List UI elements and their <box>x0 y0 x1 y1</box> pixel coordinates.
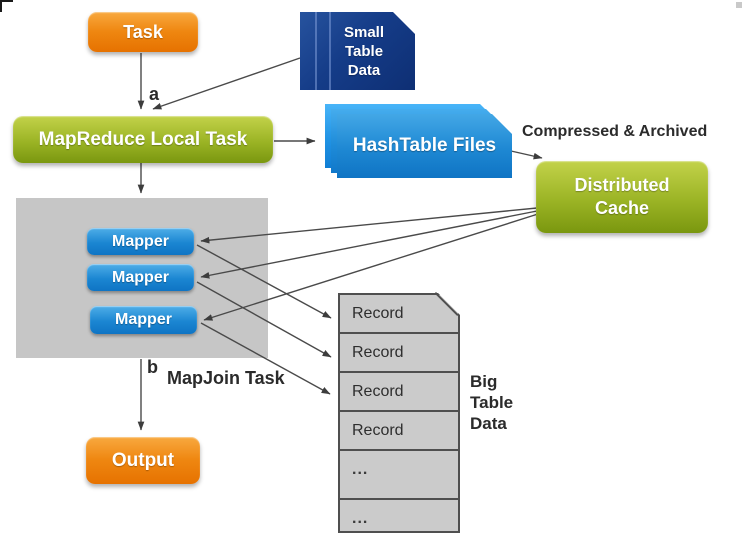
arrow-hashtable-to-cache <box>510 150 543 160</box>
task-label: Task <box>123 21 163 42</box>
mapper-node-3: Mapper <box>90 306 197 334</box>
big-table-record-list: Record Record Record Record ... ... <box>338 293 460 533</box>
mapreduce-local-task-node: MapReduce Local Task <box>13 116 273 163</box>
record-row: Record <box>340 334 458 373</box>
small-table-data-label: Small Table Data <box>344 23 385 79</box>
stacked-pages-stripe <box>315 12 317 90</box>
mapper-label: Mapper <box>115 311 172 328</box>
hashtable-sheet-front: HashTable Files <box>337 114 512 178</box>
small-table-data-node: Small Table Data <box>300 12 415 90</box>
mapper-label: Mapper <box>112 268 169 286</box>
compressed-archived-label: Compressed & Archived <box>522 123 708 140</box>
output-label: Output <box>111 449 175 471</box>
distributed-cache-node: Distributed Cache <box>536 161 708 233</box>
mapjoin-task-label: MapJoin Task <box>167 368 285 388</box>
big-table-data-label: Big Table Data <box>470 372 514 433</box>
arrow-smalltable-to-local-task <box>152 57 301 110</box>
hashtable-files-node: HashTable Files <box>325 104 515 182</box>
record-row: Record <box>340 412 458 451</box>
record-row: Record <box>340 373 458 412</box>
edge-a-label: a <box>149 84 160 104</box>
record-row-ellipsis: ... <box>352 510 369 527</box>
hashtable-files-label: HashTable Files <box>352 135 497 156</box>
mapper-label: Mapper <box>112 232 169 250</box>
mapper-node-2: Mapper <box>87 264 194 291</box>
record-row-ellipsis: ... <box>340 451 458 500</box>
task-node: Task <box>88 12 198 52</box>
screenshot-edge-artifact <box>0 0 13 2</box>
screenshot-edge-artifact <box>0 0 2 12</box>
stacked-pages-stripe <box>329 12 331 90</box>
output-node: Output <box>86 437 200 484</box>
record-row: Record <box>340 295 458 334</box>
edge-b-label: b <box>147 357 158 377</box>
mapreduce-local-task-label: MapReduce Local Task <box>38 128 248 150</box>
distributed-cache-label: Distributed Cache <box>574 175 670 218</box>
mapper-node-1: Mapper <box>87 228 194 255</box>
screenshot-edge-artifact <box>736 2 742 8</box>
